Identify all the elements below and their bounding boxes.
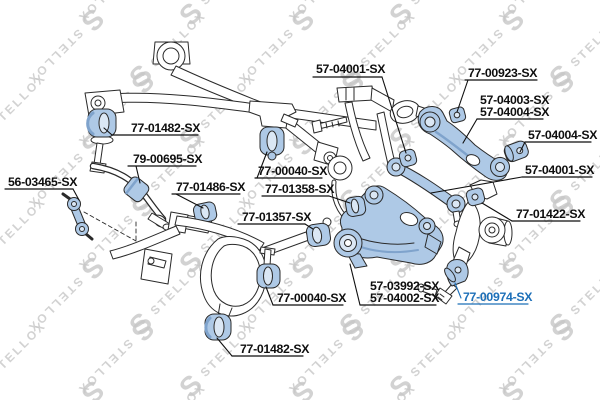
part-number-label-77-00040-SX: 77-00040-SX — [277, 291, 347, 305]
part-callout-77-00923-SX-1: 77-00923-SX — [456, 66, 539, 113]
part-number-label-57-04004-SX: 57-04004-SX — [480, 105, 550, 119]
part-callout-77-00040-SX-11: 77-00040-SX — [254, 151, 329, 179]
part-number-label-79-00695-SX: 79-00695-SX — [133, 152, 203, 166]
part-number-label-56-03465-SX: 56-03465-SX — [8, 175, 78, 189]
callout-leader-line — [103, 127, 113, 136]
callout-leader-line — [381, 76, 407, 154]
bushing-77-01482-top — [86, 108, 117, 174]
part-callout-77-01357-SX-13: 77-01357-SX — [237, 210, 314, 230]
callout-leader-line — [462, 118, 478, 144]
callout-leader-line — [304, 223, 314, 230]
part-callout-57-04002-SX-16: 57-04002-SX — [349, 263, 441, 306]
part-callout-77-01422-SX-6: 77-01422-SX — [481, 202, 587, 222]
part-number-label-77-01482-SX: 77-01482-SX — [131, 121, 201, 135]
callout-leader-line — [481, 202, 513, 222]
callout-leader-line — [328, 195, 351, 204]
part-callout-77-01482-SX-7: 77-01482-SX — [103, 121, 202, 136]
ball-joint-77-00974 — [434, 259, 469, 305]
callout-leader-line — [175, 193, 204, 209]
lower-control-arm-drawing — [333, 185, 444, 297]
callout-leader-line — [135, 165, 141, 184]
rear-subframe-top-drawing — [84, 41, 377, 167]
part-number-label-77-00974-SX[interactable]: 77-00974-SX — [463, 290, 534, 304]
callout-leader-line — [265, 286, 274, 306]
upper-control-arm-drawing — [417, 106, 510, 181]
part-callout-57-04004-SX-4: 57-04004-SX — [519, 128, 599, 153]
bushing-77-01422 — [465, 187, 486, 207]
part-number-label-57-04001-SX: 57-04001-SX — [316, 62, 386, 76]
part-callout-57-03992-SX-15: 57-03992-SX — [370, 279, 441, 293]
part-callout-56-03465-SX-9: 56-03465-SX — [4, 175, 80, 201]
part-number-label-77-01482-SX: 77-01482-SX — [240, 342, 310, 356]
bushing-77-00040-bottom — [256, 246, 281, 289]
part-callout-79-00695-SX-8: 79-00695-SX — [127, 152, 204, 184]
part-number-label-77-00040-SX: 77-00040-SX — [258, 164, 328, 178]
part-callout-77-01358-SX-12: 77-01358-SX — [261, 182, 351, 204]
callout-leader-line — [349, 263, 361, 306]
part-callout-57-04003-SX-2: 57-04003-SX — [480, 93, 551, 107]
bushing-79-00695 — [123, 176, 150, 203]
part-number-label-77-00923-SX: 77-00923-SX — [468, 66, 538, 80]
part-number-label-57-04002-SX: 57-04002-SX — [370, 291, 440, 305]
part-callout-77-00974-SX-18: 77-00974-SX — [454, 282, 534, 305]
bushing-77-01357 — [305, 217, 332, 248]
part-callout-57-04001-SX-0: 57-04001-SX — [312, 62, 407, 154]
part-number-label-57-03992-SX: 57-03992-SX — [370, 279, 440, 293]
part-callout-57-04004-SX-3: 57-04004-SX — [462, 105, 551, 144]
part-number-label-77-01358-SX: 77-01358-SX — [265, 182, 335, 196]
callout-leader-line — [456, 79, 469, 113]
part-number-label-57-04004-SX: 57-04004-SX — [528, 128, 598, 142]
part-number-label-77-01357-SX: 77-01357-SX — [242, 210, 312, 224]
part-number-label-57-04003-SX: 57-04003-SX — [480, 93, 550, 107]
bushing-77-01482-bottom — [204, 313, 232, 341]
track-rod-drawing — [386, 157, 466, 228]
part-callout-77-00040-SX-14: 77-00040-SX — [265, 286, 348, 306]
part-number-label-57-04001-SX: 57-04001-SX — [525, 163, 595, 177]
callout-leader-line — [72, 188, 80, 201]
rear-subframe-bottom-drawing — [109, 211, 310, 319]
callout-leader-line — [216, 337, 233, 357]
stabilizer-link-56-03465 — [61, 192, 137, 242]
callout-leader-line — [454, 282, 462, 299]
bushing-77-01358 — [345, 195, 367, 217]
stabilizer-bar-drawing — [89, 162, 172, 231]
part-number-label-77-01422-SX: 77-01422-SX — [516, 207, 586, 221]
callout-leader-line — [430, 176, 523, 194]
callout-leader-line — [519, 141, 526, 153]
part-number-label-77-01486-SX: 77-01486-SX — [176, 180, 246, 194]
callout-leader-line — [256, 151, 268, 179]
bracket-bushing-77-00040-top — [248, 100, 299, 161]
bushing-57-04001 — [398, 148, 418, 168]
bushing-77-00923 — [448, 106, 467, 124]
part-callout-57-04001-SX-5: 57-04001-SX — [430, 163, 596, 194]
part-callout-77-01486-SX-10: 77-01486-SX — [171, 180, 247, 209]
part-callout-77-01482-SX-17: 77-01482-SX — [216, 337, 311, 357]
